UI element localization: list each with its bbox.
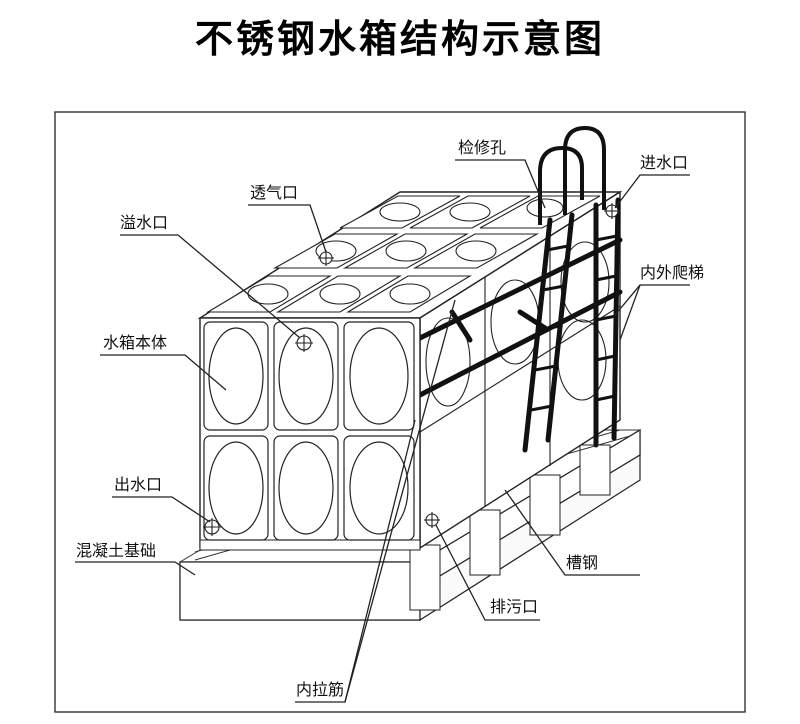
- label-overflow: 溢水口: [120, 213, 168, 232]
- ladders: [522, 197, 621, 453]
- label-tank-body: 水箱本体: [103, 333, 167, 352]
- label-ladder: 内外爬梯: [640, 263, 704, 282]
- label-foundation: 混凝土基础: [76, 541, 156, 560]
- inlet-pipes: [538, 125, 606, 225]
- label-drain: 排污口: [490, 597, 538, 616]
- labels: 检修孔 进水口 透气口 溢水口 内外爬梯 水箱本体 出水口 混凝土基础 槽钢 排…: [76, 138, 704, 699]
- label-outlet: 出水口: [114, 475, 162, 494]
- label-vent: 透气口: [250, 183, 298, 202]
- tank-front-face: [199, 317, 421, 551]
- diagram-frame: [54, 111, 746, 713]
- leader-lines: [75, 159, 690, 703]
- page-title: 不锈钢水箱结构示意图: [194, 17, 605, 61]
- tank-top-face: [197, 191, 623, 319]
- label-water-inlet: 进水口: [640, 153, 688, 172]
- label-channel-steel: 槽钢: [566, 553, 598, 572]
- tank-side-face: [417, 190, 623, 550]
- label-tie-bar: 内拉筋: [296, 680, 344, 699]
- label-inspection-hole: 检修孔: [458, 138, 506, 157]
